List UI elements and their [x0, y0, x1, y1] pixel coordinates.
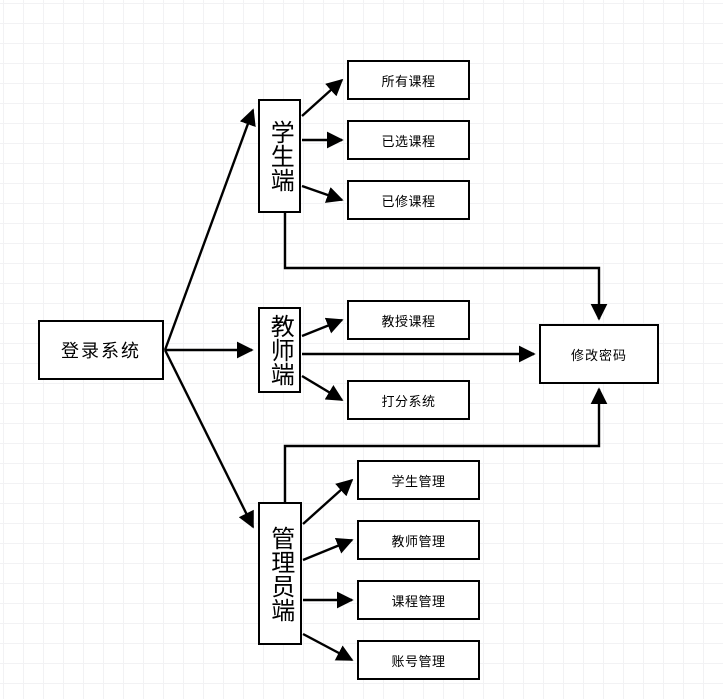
node-login-system-label: 登录系统: [61, 341, 141, 362]
edge-student-to-password: [283, 213, 608, 321]
edge-admin-to-teacher-mgmt: [302, 537, 354, 562]
node-taught-courses-label: 教授课程: [381, 314, 436, 330]
node-student-management-label: 学生管理: [391, 474, 446, 490]
node-completed-courses-label: 已修课程: [381, 194, 436, 210]
edge-student-to-all-courses: [301, 78, 344, 117]
node-admin-client[interactable]: 管理员端: [258, 502, 302, 645]
node-student-client-label: 学生端: [266, 120, 295, 192]
edge-admin-to-password: [283, 387, 608, 502]
node-admin-client-label: 管理员端: [266, 525, 295, 622]
node-all-courses-label: 所有课程: [381, 74, 436, 90]
node-account-management-label: 账号管理: [391, 654, 446, 670]
edge-root-to-admin: [163, 349, 255, 529]
edge-root-to-student: [163, 108, 256, 351]
edge-teacher-to-grading-system: [301, 374, 344, 402]
node-all-courses[interactable]: 所有课程: [347, 60, 470, 100]
node-teacher-management[interactable]: 教师管理: [357, 520, 480, 560]
node-selected-courses[interactable]: 已选课程: [347, 120, 470, 160]
node-grading-system[interactable]: 打分系统: [347, 380, 470, 420]
edge-teacher-to-taught-courses: [301, 317, 344, 338]
node-teacher-client[interactable]: 教师端: [258, 307, 301, 393]
node-course-management[interactable]: 课程管理: [357, 580, 480, 620]
node-taught-courses[interactable]: 教授课程: [347, 300, 470, 340]
node-login-system[interactable]: 登录系统: [38, 320, 164, 380]
edge-student-to-completed-courses: [301, 184, 344, 203]
node-change-password[interactable]: 修改密码: [539, 324, 659, 384]
edge-admin-to-student-mgmt: [302, 478, 354, 525]
node-teacher-management-label: 教师管理: [391, 534, 446, 550]
node-teacher-client-label: 教师端: [266, 314, 295, 386]
node-selected-courses-label: 已选课程: [381, 134, 436, 150]
node-course-management-label: 课程管理: [391, 594, 446, 610]
node-grading-system-label: 打分系统: [381, 394, 436, 410]
node-student-management[interactable]: 学生管理: [357, 460, 480, 500]
edge-admin-to-account-mgmt: [302, 632, 354, 662]
node-student-client[interactable]: 学生端: [258, 99, 301, 213]
node-account-management[interactable]: 账号管理: [357, 640, 480, 680]
node-change-password-label: 修改密码: [570, 348, 627, 364]
node-completed-courses[interactable]: 已修课程: [347, 180, 470, 220]
